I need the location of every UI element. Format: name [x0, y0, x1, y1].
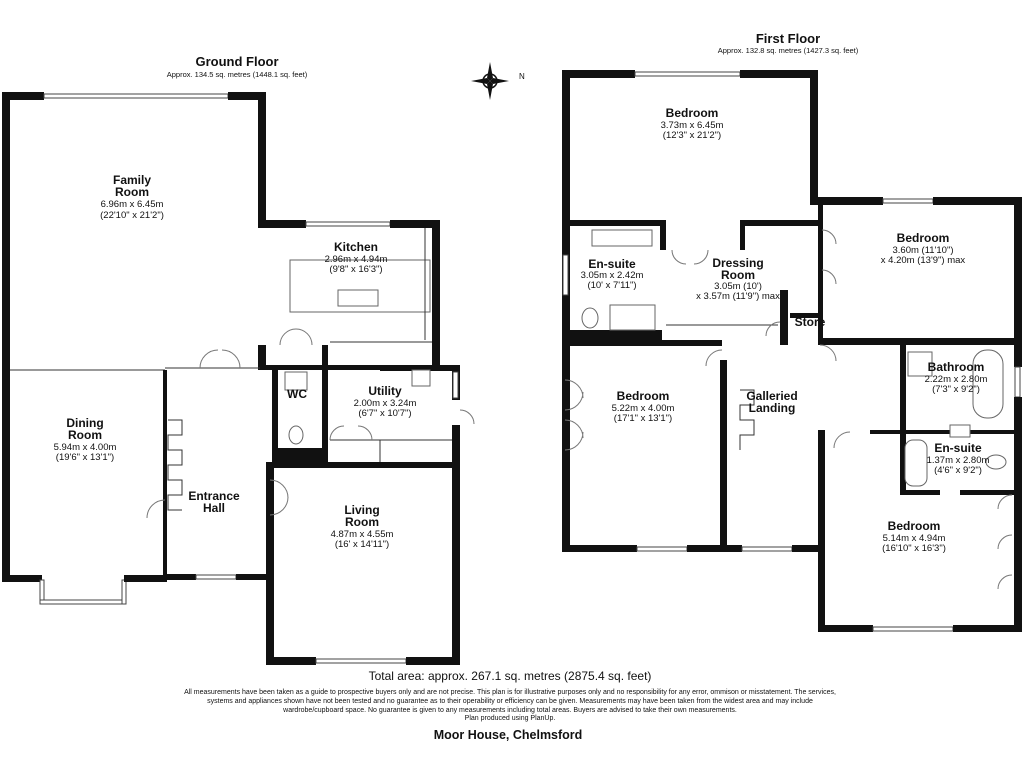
room-dimensions: (12'3" x 21'2") — [663, 130, 721, 141]
room-dimensions: x 4.20m (13'9") max — [881, 255, 966, 266]
ground-floor-walls — [2, 92, 460, 665]
room-bedroom-3: Bedroom 5.22m x 4.00m (17'1" x 13'1") — [612, 389, 675, 424]
room-name: Dining — [66, 416, 103, 430]
room-dimensions: (9'8" x 16'3") — [329, 264, 382, 275]
room-name: Galleried — [746, 389, 797, 403]
room-kitchen: Kitchen 2.96m x 4.94m (9'8" x 16'3") — [325, 240, 388, 275]
room-dimensions: 5.94m x 4.00m — [54, 442, 117, 453]
room-dimensions: 2.22m x 2.80m — [925, 374, 988, 385]
total-area: Total area: approx. 267.1 sq. metres (28… — [369, 669, 652, 683]
room-name: Kitchen — [334, 240, 378, 254]
compass-rose-icon: N — [471, 62, 525, 100]
room-name: Bedroom — [666, 106, 719, 120]
disclaimer-line: wardrobe/cupboard space. No guarantee is… — [282, 707, 737, 714]
room-name: Room — [115, 185, 149, 199]
room-bedroom-1: Bedroom 3.73m x 6.45m (12'3" x 21'2") — [661, 106, 724, 141]
disclaimer-line: systems and appliances shown have not be… — [207, 698, 813, 705]
room-dimensions: 3.05m x 2.42m — [581, 270, 644, 281]
room-name: Bedroom — [888, 519, 941, 533]
room-name: Utility — [368, 384, 402, 398]
room-bathroom: Bathroom 2.22m x 2.80m (7'3" x 9'2") — [925, 360, 988, 395]
room-dimensions: (17'1" x 13'1") — [614, 413, 672, 424]
ground-floor-area: Approx. 134.5 sq. metres (1448.1 sq. fee… — [167, 70, 308, 79]
room-galleried-landing: Galleried Landing — [746, 389, 797, 415]
room-name: Entrance — [188, 489, 240, 503]
room-name: Dressing — [712, 256, 763, 270]
disclaimer-line: Plan produced using PlanUp. — [465, 715, 556, 722]
property-address: Moor House, Chelmsford — [434, 728, 583, 742]
first-floor-title: First Floor — [756, 31, 820, 46]
room-dimensions: 6.96m x 6.45m — [101, 199, 164, 210]
room-name: Store — [795, 315, 826, 329]
compass-north-label: N — [519, 72, 525, 81]
first-floor-fixtures — [564, 229, 1013, 590]
room-entrance-hall: Entrance Hall — [188, 489, 240, 515]
room-dressing-room: Dressing Room 3.05m (10') x 3.57m (11'9"… — [696, 256, 780, 302]
disclaimer-line: All measurements have been taken as a gu… — [184, 689, 836, 696]
room-name: En-suite — [934, 441, 982, 455]
room-dimensions: 2.00m x 3.24m — [354, 398, 417, 409]
room-name: Bedroom — [617, 389, 670, 403]
room-dimensions: 2.96m x 4.94m — [325, 254, 388, 265]
ground-floor-fixtures — [146, 228, 475, 519]
room-name: Room — [68, 428, 102, 442]
room-family-room: Family Room 6.96m x 6.45m (22'10" x 21'2… — [100, 173, 164, 221]
room-name: Room — [345, 515, 379, 529]
room-name: Family — [113, 173, 151, 187]
room-name: WC — [287, 387, 307, 401]
room-wc: WC — [287, 387, 307, 401]
room-dimensions: 5.22m x 4.00m — [612, 403, 675, 414]
room-dimensions: 3.73m x 6.45m — [661, 120, 724, 131]
room-name: Bathroom — [928, 360, 985, 374]
room-living-room: Living Room 4.87m x 4.55m (16' x 14'11") — [331, 503, 394, 550]
room-dimensions: (16' x 14'11") — [335, 539, 389, 550]
room-dimensions: x 3.57m (11'9") max — [696, 291, 780, 302]
room-name: Landing — [749, 401, 796, 415]
room-dimensions: (7'3" x 9'2") — [932, 384, 980, 395]
first-floor-area: Approx. 132.8 sq. metres (1427.3 sq. fee… — [718, 46, 859, 55]
room-name: Hall — [203, 501, 225, 515]
room-dining-room: Dining Room 5.94m x 4.00m (19'6" x 13'1"… — [54, 416, 117, 463]
room-dimensions: (16'10" x 16'3") — [882, 543, 946, 554]
room-dimensions: (4'6" x 9'2") — [934, 465, 982, 476]
first-floor-walls — [562, 70, 1022, 632]
room-bedroom-2: Bedroom 3.60m (11'10") x 4.20m (13'9") m… — [881, 231, 966, 266]
room-dimensions: (19'6" x 13'1") — [56, 452, 114, 463]
room-dimensions: 3.60m (11'10") — [893, 245, 954, 256]
room-name: En-suite — [588, 257, 636, 271]
room-dimensions: (22'10" x 21'2") — [100, 210, 164, 221]
room-dimensions: (6'7" x 10'7") — [358, 408, 411, 419]
room-utility: Utility 2.00m x 3.24m (6'7" x 10'7") — [354, 384, 417, 419]
room-dimensions: 4.87m x 4.55m — [331, 529, 394, 540]
ground-floor-title: Ground Floor — [195, 54, 278, 69]
room-bedroom-4: Bedroom 5.14m x 4.94m (16'10" x 16'3") — [882, 519, 946, 554]
room-name: Bedroom — [897, 231, 950, 245]
room-en-suite-2: En-suite 1.37m x 2.80m (4'6" x 9'2") — [927, 441, 990, 476]
room-dimensions: 1.37m x 2.80m — [927, 455, 990, 466]
room-dimensions: (10' x 7'11") — [587, 280, 636, 291]
room-store: Store — [795, 315, 826, 329]
room-en-suite-1: En-suite 3.05m x 2.42m (10' x 7'11") — [581, 257, 644, 291]
room-dimensions: 3.05m (10') — [714, 281, 762, 292]
room-name: Room — [721, 268, 755, 282]
room-name: Living — [344, 503, 379, 517]
room-dimensions: 5.14m x 4.94m — [883, 533, 946, 544]
